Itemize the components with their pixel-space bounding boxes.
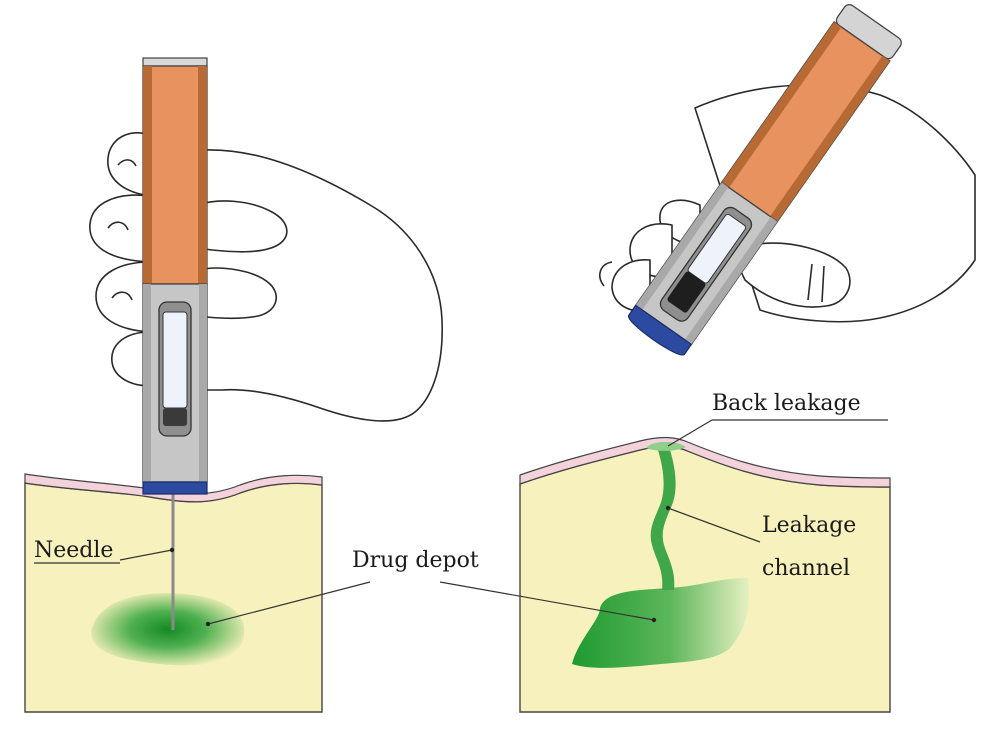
leakage-channel [650,450,676,590]
left-pen-plunger [163,408,187,426]
left-pen-body [142,65,208,285]
left-pen-window [162,311,188,409]
left-pen-cap-top [142,57,208,67]
drug-depot-label: Drug depot [352,548,479,573]
right-tissue-block [519,436,891,713]
left-drug-depot [91,593,245,666]
back-leakage-leader [667,419,713,447]
left-pen-tip [142,481,208,495]
back-leakage-spot [646,441,686,451]
right-skin-layer [519,436,891,488]
drug-depot-leader-left [207,581,371,625]
right-pen-tip [628,304,693,356]
right-pen-plunger [667,271,706,313]
needle-leader [119,549,173,561]
back-leakage-label: Back leakage [712,391,861,416]
right-injection-pen [628,4,902,356]
leader-lines [119,419,761,625]
right-drug-depot [572,578,750,668]
leakage-channel-leader [667,507,761,543]
needle-label: Needle [34,538,113,563]
leakage-channel-label-line1: Leakage [762,513,856,538]
leakage-channel-label-line2: channel [762,556,850,581]
left-hand [89,132,443,422]
drug-depot-leader-right [439,581,655,621]
left-injection-pen [142,57,208,495]
